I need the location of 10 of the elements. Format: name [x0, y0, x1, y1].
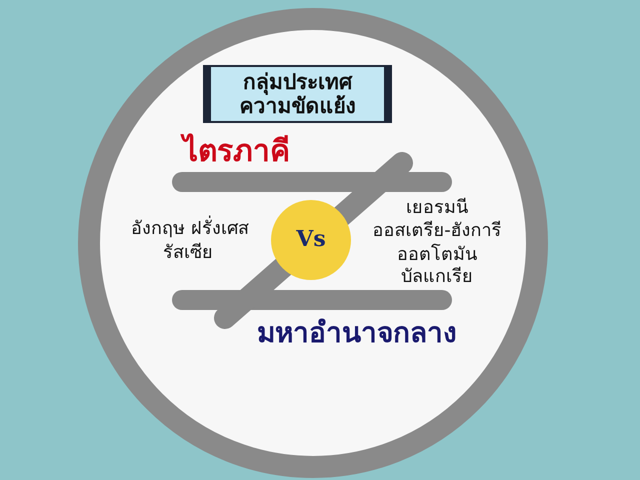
country-name: ออสเตรีย-ฮังการี	[372, 220, 502, 242]
heading-text: กลุ่มประเทศ ความขัดแย้ง	[238, 70, 356, 118]
heading-box	[203, 65, 392, 123]
country-name: ออตโตมัน	[397, 244, 477, 266]
vs-text: Vs	[296, 227, 326, 253]
country-name: บัลแกเรีย	[401, 266, 473, 288]
country-name: เยอรมนี	[406, 197, 468, 219]
country-name: รัสเซีย	[163, 242, 213, 264]
group-heading: มหาอำนาจกลาง	[257, 316, 457, 350]
country-names: อังกฤษ ฝรั่งเศส	[131, 218, 249, 240]
